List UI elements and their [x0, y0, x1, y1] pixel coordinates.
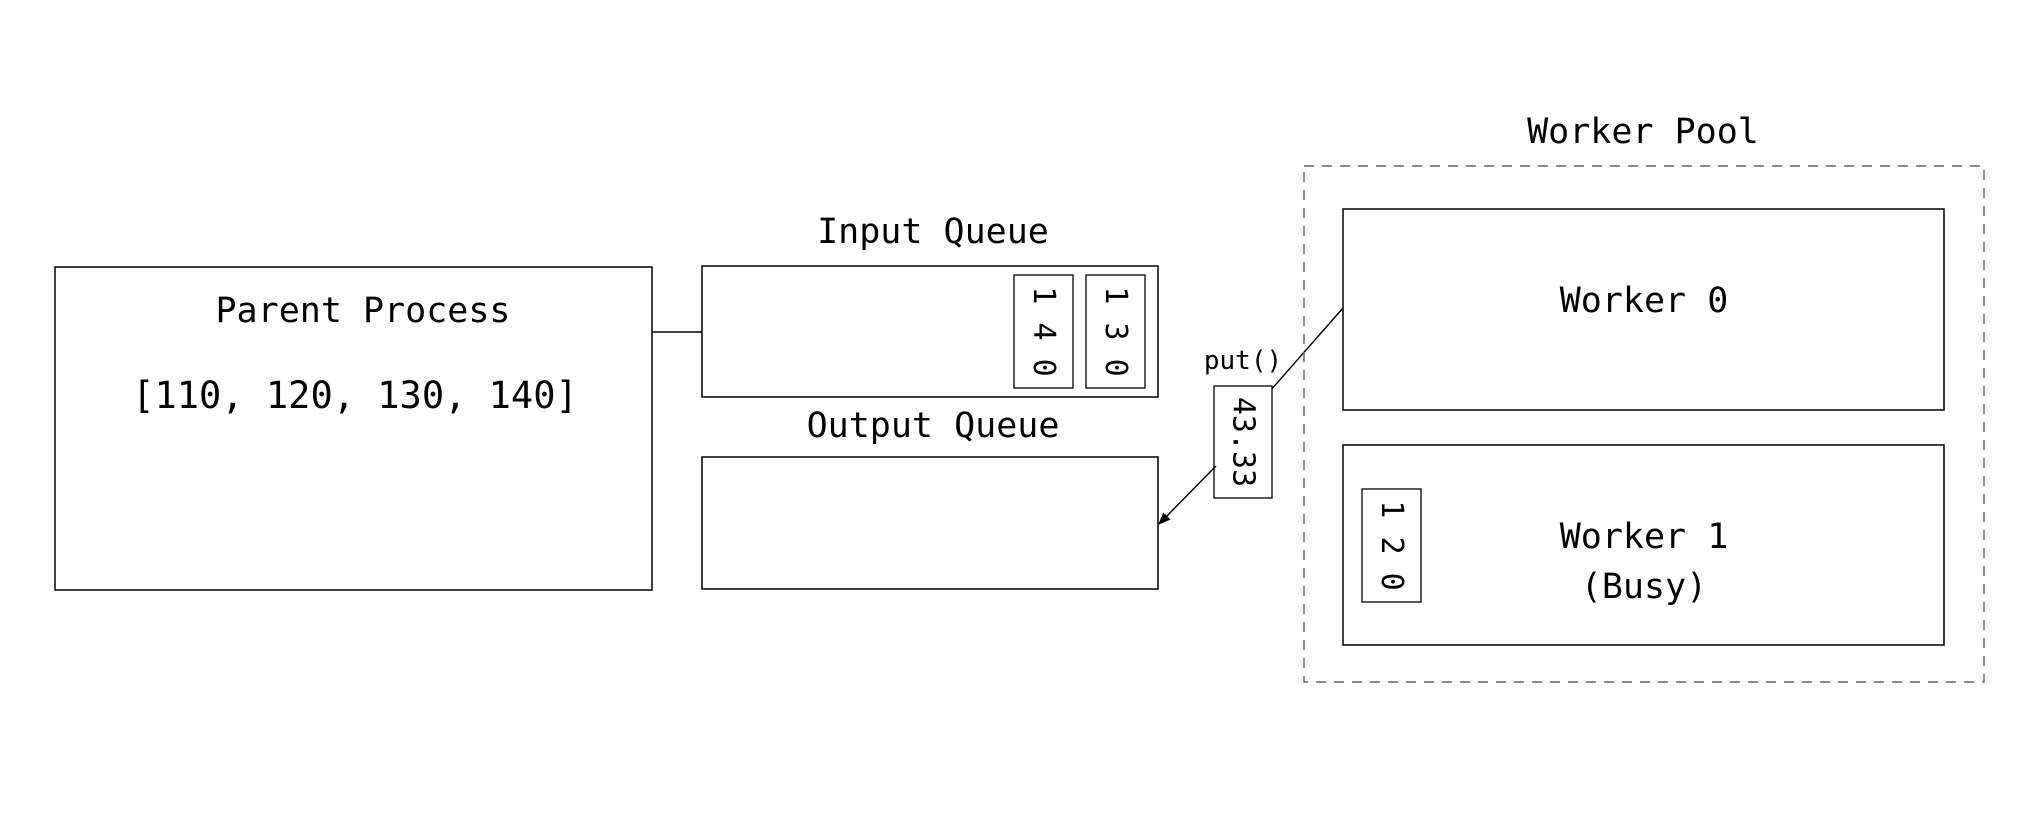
- result-token-label: 43.33: [1226, 397, 1261, 487]
- worker-1-box: Worker 1 (Busy) 1 2 0: [1342, 444, 1945, 646]
- input-queue-box: 1 4 0 1 3 0: [701, 265, 1159, 398]
- input-queue-item-130: 1 3 0: [1085, 274, 1146, 389]
- worker-1-token: 1 2 0: [1361, 488, 1422, 603]
- result-token: 43.33: [1213, 385, 1273, 499]
- output-queue-box: [701, 456, 1159, 590]
- output-queue-title: Output Queue: [807, 406, 1060, 446]
- parent-process-box: Parent Process [110, 120, 130, 140]: [54, 266, 653, 591]
- worker-1-status: (Busy): [1581, 567, 1707, 607]
- worker-to-token-line: [1269, 307, 1344, 392]
- worker-1-token-label: 1 2 0: [1374, 500, 1409, 590]
- input-queue-title: Input Queue: [817, 212, 1049, 252]
- worker-pool-title: Worker Pool: [1527, 112, 1759, 152]
- input-queue-item-140: 1 4 0: [1013, 274, 1074, 389]
- token-to-output-arrow: [1158, 465, 1217, 525]
- worker-0-name: Worker 0: [1560, 281, 1729, 321]
- worker-1-name: Worker 1: [1560, 517, 1729, 557]
- put-call-label: put(): [1204, 346, 1282, 376]
- parent-process-title: Parent Process: [215, 291, 510, 331]
- input-queue-item-130-label: 1 3 0: [1098, 286, 1133, 376]
- worker-pool-border: [1303, 165, 1985, 683]
- input-queue-item-140-label: 1 4 0: [1026, 286, 1061, 376]
- parent-process-list: [110, 120, 130, 140]: [132, 374, 578, 417]
- worker-0-box: Worker 0: [1342, 208, 1945, 411]
